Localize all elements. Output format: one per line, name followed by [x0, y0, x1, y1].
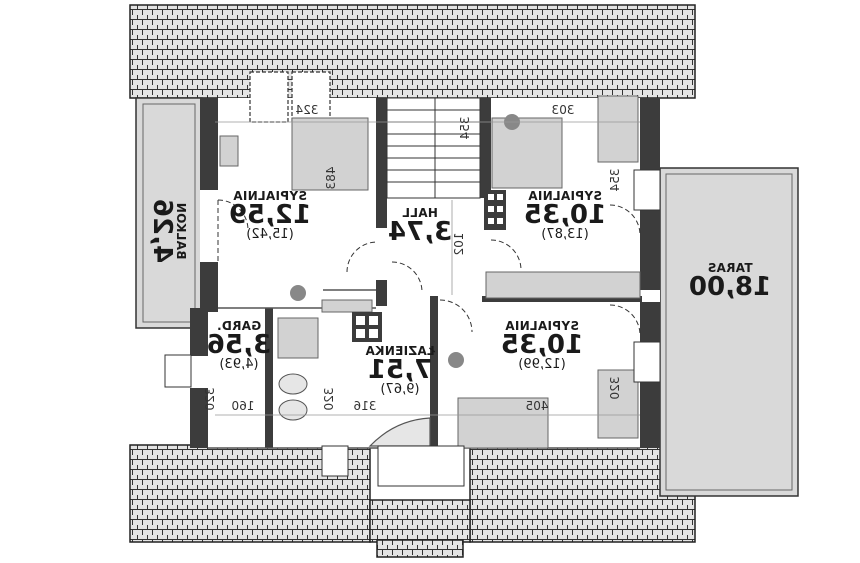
staircase	[386, 97, 481, 199]
roof-bottom-mid	[369, 499, 471, 543]
chimney-stub	[376, 539, 464, 558]
toilet-bath	[278, 399, 308, 421]
room-label-sypialnia-topright: SYPIALNIA 10,35 (13,87)	[515, 189, 615, 242]
room-area: 10,35	[500, 330, 584, 360]
balcony	[135, 97, 203, 329]
dimension-label: 320	[608, 376, 622, 400]
bathtub	[368, 417, 431, 447]
furniture	[219, 95, 641, 449]
room-label-lazienka: ŁAZIENKA 7,51 (9,67)	[360, 344, 440, 397]
dimension-label: 316	[353, 399, 377, 413]
room-label-sypialnia-left: SYPIALNIA 12,59 (15,42)	[220, 189, 320, 242]
terrace-area: 18,00	[688, 272, 772, 302]
door-swings	[217, 199, 641, 336]
plant-icon	[290, 114, 520, 368]
balcony-area: 4,26	[147, 198, 177, 264]
room-label-sypialnia-bottomright: SYPIALNIA 10,35 (12,99)	[492, 319, 592, 372]
dimension-label: 405	[525, 399, 549, 413]
toilet-gard	[278, 373, 308, 395]
dimension-label: 320	[203, 387, 217, 411]
dimension-label: 160	[231, 399, 255, 413]
dimension-label: 324	[295, 103, 319, 117]
dimension-label: 102	[452, 232, 466, 256]
roof-windows	[249, 71, 331, 123]
balcony-label: BALKON 4,26	[147, 181, 188, 281]
terrace	[659, 167, 799, 497]
room-label-gard: GARD. 3,56 (4,93)	[205, 319, 273, 372]
window-frames	[164, 169, 661, 487]
dimension-label: 354	[458, 116, 472, 140]
room-area: 12,59	[228, 200, 312, 230]
walls	[190, 98, 660, 448]
room-label-hall: HALL 3,74	[385, 206, 455, 247]
room-area: 7,51	[367, 355, 433, 385]
dimension-label: 303	[551, 103, 575, 117]
room-area: 3,56	[206, 330, 272, 360]
dimension-label: 483	[324, 166, 338, 190]
room-area: 3,74	[387, 217, 453, 247]
dimension-label: 320	[322, 387, 336, 411]
roof-top	[129, 4, 696, 99]
terrace-label: TARAS 18,00	[680, 261, 780, 302]
dimension-label: 354	[608, 168, 622, 192]
room-area: 10,35	[523, 200, 607, 230]
